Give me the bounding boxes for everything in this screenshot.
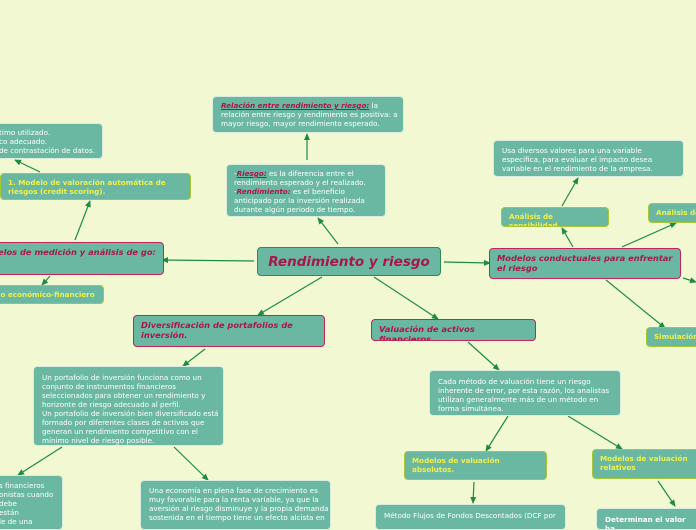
div-desc-line-7: generan un rendimiento competitivo con e… xyxy=(42,427,198,436)
bl-line-4: están xyxy=(0,508,19,517)
modelos-absolutos-node[interactable]: Modelos de valuación absolutos. xyxy=(404,451,547,480)
link-center-to-diversificacion xyxy=(257,276,323,316)
sens-desc-line-1: Usa diversos valores para una variable xyxy=(502,146,642,155)
val-desc-line-3: utilizan generalmente más de un método e… xyxy=(438,395,599,404)
modelos-relativos-node[interactable]: Modelos de valuación relativos xyxy=(592,449,696,479)
link-diversificacion-to-desc xyxy=(182,348,206,367)
link-center-to-valuacion xyxy=(373,276,439,320)
note-line-3: de contrastación de datos. xyxy=(0,146,95,155)
val-desc-line-4: forma simultánea. xyxy=(438,404,504,413)
analisis-sensibilidad-node[interactable]: Análisis de sensibilidad xyxy=(501,207,609,227)
link-desc-to-absolutos xyxy=(485,415,509,452)
sensibilidad-desc-node[interactable]: Usa diversos valores para una variable e… xyxy=(493,140,684,177)
bm-line-4: sostenida en el tiempo tiene un efecto a… xyxy=(149,513,325,522)
link-medicion-to-economico xyxy=(41,275,51,286)
valuacion-desc-node[interactable]: Cada método de valuación tiene un riesgo… xyxy=(429,370,621,416)
modelo1-node[interactable]: 1. Modelo de valoración automática de ri… xyxy=(0,173,191,200)
note-line-2: co adecuado. xyxy=(0,137,48,146)
valuacion-node[interactable]: Valuación de activos financieros. xyxy=(371,319,536,341)
div-desc-line-1: Un portafolio de inversión funciona como… xyxy=(42,373,202,382)
modelo-economico-node[interactable]: lo económico-financiero xyxy=(0,285,104,304)
div-desc-line-8: mínimo nivel de riesgo posible. xyxy=(42,436,155,445)
riesgo-rendimiento-node[interactable]: -Riesgo: es la diferencia entre el rendi… xyxy=(226,164,386,217)
central-topic[interactable]: Rendimiento y riesgo xyxy=(257,247,441,276)
link-desc-to-bottom-left xyxy=(17,446,63,476)
div-desc-line-5: Un portafolio de inversión bien diversif… xyxy=(42,409,219,418)
link-conductuales-right xyxy=(682,277,696,284)
diversificacion-node[interactable]: Diversificación de portafolios de invers… xyxy=(133,315,325,347)
rendimiento-text-3: durante algún periodo de tiempo. xyxy=(234,205,356,214)
bl-line-3: debe xyxy=(0,499,17,508)
relacion-text-3: mayor riesgo, mayor rendimiento esperado… xyxy=(221,119,380,128)
bm-line-1: Una economía en plena fase de crecimient… xyxy=(149,486,318,495)
div-desc-line-2: conjunto de instrumentos financieros xyxy=(42,382,176,391)
scoring-note-node[interactable]: timo utilizado. co adecuado. de contrast… xyxy=(0,123,103,159)
bl-line-1: s financieros xyxy=(0,481,45,490)
link-desc-to-relativos xyxy=(567,415,623,450)
rendimiento-term: Rendimiento: xyxy=(236,187,291,196)
bl-line-2: onistas cuando xyxy=(0,490,54,499)
bm-line-2: muy favorable para la renta variable, ya… xyxy=(149,495,319,504)
analisis-de-node[interactable]: Análisis de xyxy=(648,203,696,223)
rendimiento-text-1: es el beneficio xyxy=(290,187,345,196)
rendimiento-text-2: anticipado por la inversión realizada xyxy=(234,196,365,205)
link-center-to-conductuales xyxy=(443,259,491,266)
link-conductuales-to-simulacion xyxy=(605,279,666,329)
link-absolutos-to-flujos xyxy=(470,481,477,504)
val-desc-line-2: inherente de error, por esta razón, los … xyxy=(438,386,610,395)
relacion-term: Relación entre rendimiento y riesgo: xyxy=(221,101,370,110)
sens-desc-line-3: variable en el rendimiento de la empresa… xyxy=(502,164,653,173)
relacion-text-2: relación entre riesgo y rendimiento es p… xyxy=(221,110,398,119)
link-conductuales-to-analisis xyxy=(621,222,677,248)
relacion-node[interactable]: Relación entre rendimiento y riesgo: la … xyxy=(212,96,404,133)
link-valuacion-to-desc xyxy=(467,341,500,371)
sens-desc-line-2: específica, para evaluar el impacto dese… xyxy=(502,155,653,164)
div-desc-line-3: seleccionados para obtener un rendimient… xyxy=(42,391,206,400)
riesgo-text-1: es la diferencia entre el xyxy=(266,169,354,178)
riesgo-term: Riesgo: xyxy=(236,169,267,178)
link-modelo1-to-note xyxy=(14,159,41,173)
link-desc-to-bottom-mid xyxy=(173,446,209,481)
link-relativos-to-determinan xyxy=(657,480,676,507)
modelos-conductuales-node[interactable]: Modelos conductuales para enfrentar el r… xyxy=(489,248,681,279)
diversificacion-desc-node[interactable]: Un portafolio de inversión funciona como… xyxy=(33,366,224,446)
note-line-1: timo utilizado. xyxy=(0,128,51,137)
modelos-medicion-node[interactable]: elos de medición y análisis de go: xyxy=(0,242,164,275)
link-center-to-riesgo xyxy=(317,217,339,245)
val-desc-line-1: Cada método de valuación tiene un riesgo xyxy=(438,377,591,386)
simulacion-node[interactable]: Simulación xyxy=(646,327,696,347)
determinan-node[interactable]: Determinan el valor ba xyxy=(596,508,696,530)
link-sensibilidad-to-desc xyxy=(561,177,579,207)
relacion-text-1: la xyxy=(369,101,378,110)
link-center-to-medicion xyxy=(161,257,255,264)
div-desc-line-4: horizonte de riesgo adecuado al perfil. xyxy=(42,400,181,409)
link-medicion-to-modelo1 xyxy=(74,200,91,241)
metodo-flujos-node[interactable]: Método Flujos de Fondos Descontados (DCF… xyxy=(375,504,566,530)
riesgo-text-2: rendimiento esperado y el realizado. xyxy=(234,178,366,187)
bottom-left-node[interactable]: s financieros onistas cuando debe están … xyxy=(0,475,63,530)
div-desc-line-6: formado por diferentes clases de activos… xyxy=(42,418,205,427)
bottom-mid-node[interactable]: Una economía en plena fase de crecimient… xyxy=(140,480,331,530)
bm-line-3: aversión al riesgo disminuye y la propia… xyxy=(149,504,329,513)
bl-line-5: le de una xyxy=(0,517,33,526)
link-conductuales-to-sensibilidad xyxy=(561,227,574,248)
